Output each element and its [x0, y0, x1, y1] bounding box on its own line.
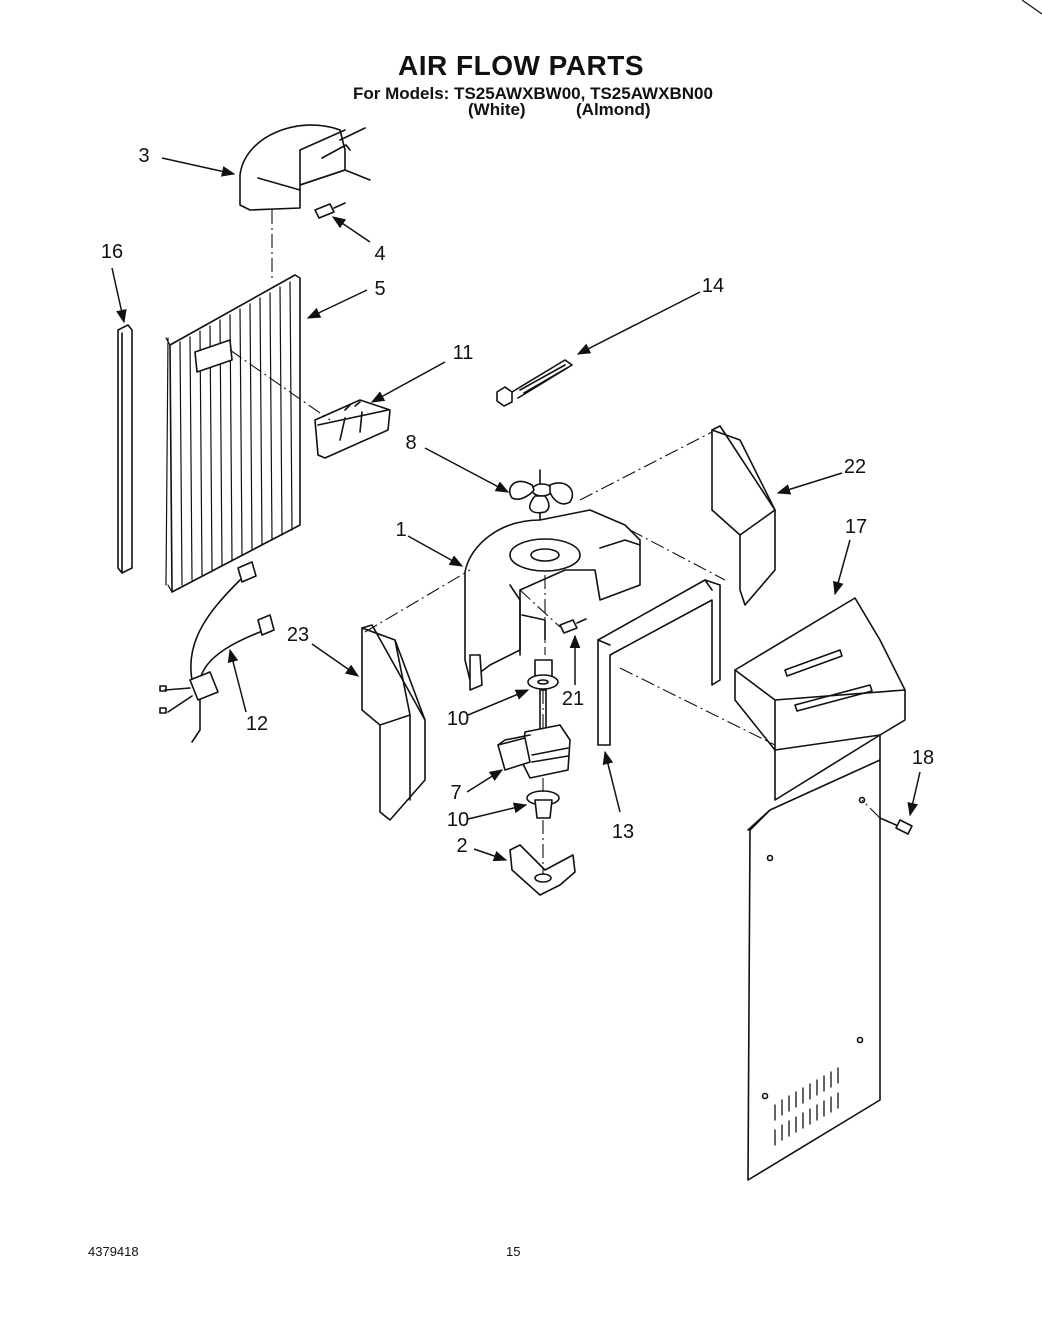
corner-mark	[1021, 0, 1042, 20]
callout-1: 1	[395, 519, 407, 541]
leader-5	[306, 289, 368, 319]
leader-7	[466, 769, 504, 793]
evaporator-panel-part-5	[165, 274, 301, 593]
grommet-part-10-lower	[526, 790, 560, 819]
screw-part-21	[559, 618, 587, 634]
leader-11	[370, 361, 446, 403]
grommet-part-10-upper	[527, 659, 559, 690]
callout-13: 13	[611, 821, 635, 843]
leader-2	[473, 848, 508, 862]
callout-12: 12	[245, 713, 269, 735]
callout-10-lower: 10	[446, 809, 470, 831]
callout-22: 22	[843, 456, 867, 478]
callout-11: 11	[452, 342, 474, 364]
fan-motor-part-7	[497, 689, 571, 779]
leader-18	[907, 771, 921, 817]
callout-21: 21	[561, 688, 585, 710]
callout-23: 23	[286, 624, 310, 646]
leader-8	[424, 447, 510, 493]
callout-17: 17	[844, 516, 868, 538]
air-duct-panel-part-17	[734, 597, 906, 1181]
callout-18: 18	[911, 747, 935, 769]
page-number: 15	[506, 1244, 521, 1259]
callout-2: 2	[456, 835, 468, 857]
wiring-harness-part-12	[159, 561, 275, 743]
sensor-probe-part-14	[496, 359, 573, 407]
document-number: 4379418	[88, 1244, 139, 1259]
leader-23	[311, 643, 360, 677]
bracket-part-11	[314, 399, 391, 459]
callout-16: 16	[100, 241, 124, 263]
callout-8: 8	[405, 432, 417, 454]
leader-17	[833, 539, 851, 596]
u-channel-part-13	[597, 579, 721, 746]
leader-13	[602, 750, 621, 813]
fan-blade-part-8	[508, 469, 574, 541]
screw-part-18	[879, 817, 913, 835]
side-baffle-part-23	[361, 624, 426, 821]
leader-22	[776, 472, 843, 495]
callout-14: 14	[701, 275, 725, 297]
callout-10-upper: 10	[446, 708, 470, 730]
page-title: AIR FLOW PARTS	[397, 50, 644, 81]
leader-10a	[467, 689, 530, 716]
callout-5: 5	[374, 278, 386, 300]
variant-white: (White)	[468, 100, 526, 119]
leader-4	[331, 216, 371, 243]
leader-14	[576, 291, 701, 355]
models-line: For Models: TS25AWXBW00, TS25AWXBN00	[353, 84, 713, 103]
side-baffle-part-22	[711, 425, 776, 606]
callout-7: 7	[450, 782, 462, 804]
leader-12	[227, 648, 247, 713]
callout-3: 3	[138, 145, 150, 167]
variant-almond: (Almond)	[576, 100, 651, 119]
duct-cover-part-3	[239, 124, 371, 211]
seal-strip-part-16	[117, 324, 133, 574]
screw-part-4	[314, 202, 346, 219]
leader-1	[407, 535, 464, 567]
leader-10b	[467, 802, 528, 820]
callout-4: 4	[374, 243, 386, 265]
leader-16	[111, 267, 127, 324]
leader-3	[161, 157, 236, 177]
